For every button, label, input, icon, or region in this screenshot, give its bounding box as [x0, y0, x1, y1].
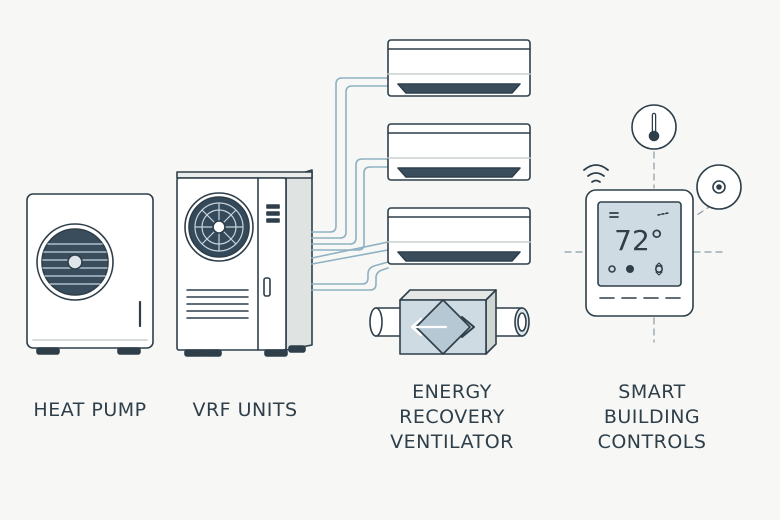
fan-icon: [184, 192, 254, 262]
arrow-right-icon: [461, 316, 475, 338]
sensor-icon: [696, 164, 742, 210]
thermometer-icon: [631, 104, 677, 150]
erv-label-line: ENERGY: [412, 381, 492, 403]
thermostat-temperature: 72°: [614, 224, 664, 257]
erv-unit: [369, 289, 530, 355]
erv-label: ENERGY RECOVERY VENTILATOR: [372, 380, 532, 455]
vrf-outdoor-unit: [176, 169, 313, 357]
indoor-wall-unit: [387, 123, 531, 181]
refrigerant-piping: [311, 77, 389, 291]
fan-icon: [36, 223, 114, 301]
indoor-wall-unit: [387, 207, 531, 265]
heat-pump-unit: [26, 193, 154, 355]
arrow-left-icon: [410, 317, 448, 337]
controls-label-line: SMART: [618, 381, 686, 403]
erv-label-line: RECOVERY: [399, 406, 505, 428]
indoor-wall-unit: [387, 39, 531, 97]
controls-label-line: CONTROLS: [597, 431, 707, 453]
heat-pump-label: HEAT PUMP: [33, 399, 147, 421]
vrf-units-label: VRF UNITS: [192, 399, 298, 421]
thermostat-device: [585, 189, 694, 317]
controls-label-line: BUILDING: [603, 406, 701, 428]
controls-label: SMART BUILDING CONTROLS: [572, 380, 732, 455]
wifi-icon: [583, 164, 609, 183]
erv-label-line: VENTILATOR: [390, 431, 514, 453]
smart-controls-group: [564, 104, 742, 343]
